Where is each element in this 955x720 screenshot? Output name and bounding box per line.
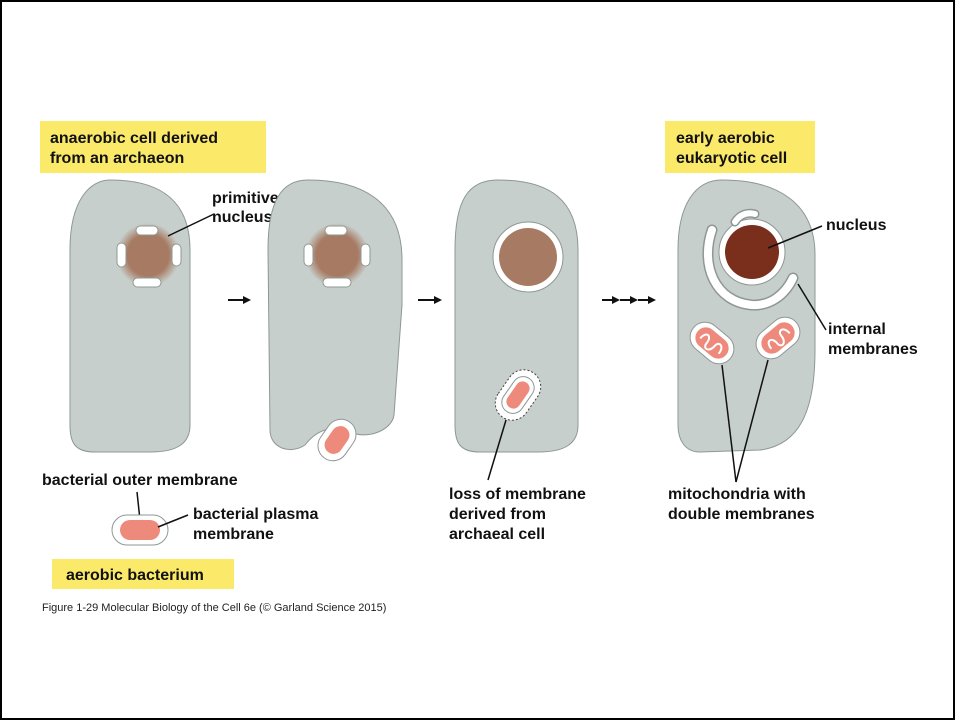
arrow-2	[418, 296, 442, 304]
archaeal-cell-2	[268, 180, 402, 450]
nucleus-4	[725, 225, 779, 279]
internal-membranes-label: internal membranes	[828, 321, 918, 358]
archaeal-cell-1	[70, 180, 190, 452]
aerobic-bacterium-label: aerobic bacterium	[66, 567, 204, 584]
triple-arrow	[602, 296, 656, 304]
free-bacterium	[112, 515, 168, 545]
mitochondria-label: mitochondria with double membranes	[668, 486, 815, 523]
figure-caption: Figure 1-29 Molecular Biology of the Cel…	[42, 602, 386, 614]
nucleus-label: nucleus	[826, 217, 887, 234]
loss-of-membrane-label: loss of membrane derived from archaeal c…	[449, 486, 590, 543]
nucleus-3	[499, 228, 557, 286]
bacterial-outer-membrane-label: bacterial outer membrane	[42, 472, 238, 489]
arrow-1	[228, 296, 251, 304]
bacterial-plasma-membrane-label: bacterial plasma membrane	[193, 506, 323, 543]
